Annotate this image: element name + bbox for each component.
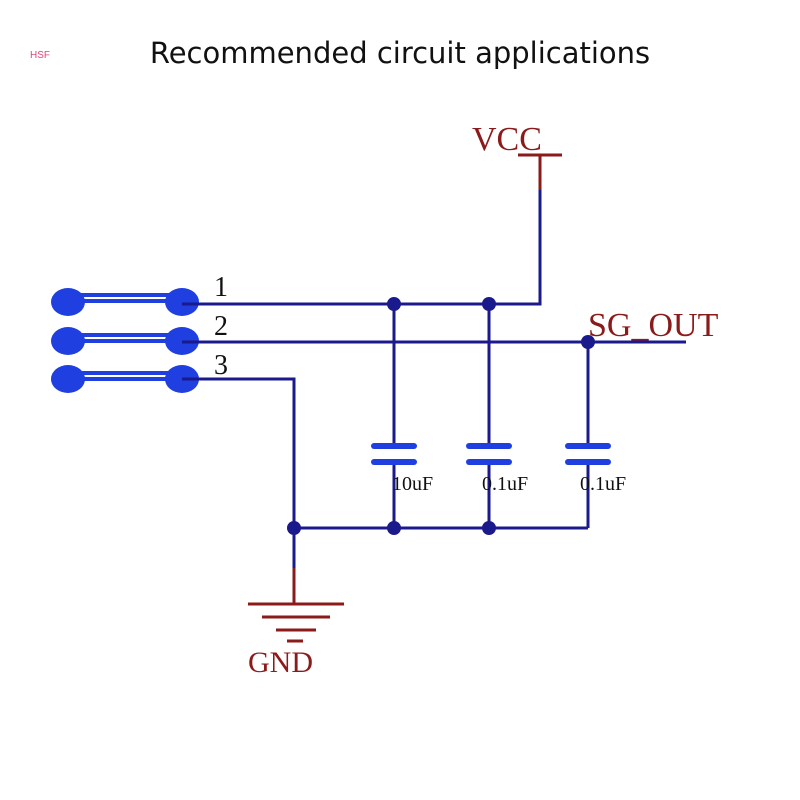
pin-1-label: 1 — [214, 272, 228, 303]
capacitor-c3-value: 0.1uF — [580, 473, 626, 495]
watermark: HSF — [30, 50, 50, 61]
vcc-label: VCC — [472, 121, 542, 158]
pin-3 — [51, 365, 199, 393]
wire-pin3-gnd — [182, 377, 296, 528]
page-title: Recommended circuit applications — [149, 36, 651, 70]
gnd-label: GND — [248, 646, 313, 679]
junction-dot — [482, 297, 496, 311]
junction-dot — [287, 521, 301, 535]
junctions — [287, 297, 595, 535]
capacitor-c1 — [371, 443, 417, 465]
pin-3-label: 3 — [214, 350, 228, 381]
ground-symbol — [248, 602, 344, 643]
junction-dot — [581, 335, 595, 349]
vcc-symbol — [518, 153, 562, 190]
capacitor-c3 — [565, 443, 611, 465]
sg-out-label: SG_OUT — [588, 307, 719, 344]
pin-2-label: 2 — [214, 311, 228, 342]
pin-1 — [51, 288, 199, 316]
wires — [182, 190, 686, 530]
junction-dot — [387, 521, 401, 535]
pin-2 — [51, 327, 199, 355]
wire-pin1-vcc — [182, 190, 542, 306]
capacitor-c2-value: 0.1uF — [482, 473, 528, 495]
capacitor-c2 — [466, 443, 512, 465]
junction-dot — [387, 297, 401, 311]
capacitor-c1-value: 10uF — [392, 473, 433, 495]
junction-dot — [482, 521, 496, 535]
